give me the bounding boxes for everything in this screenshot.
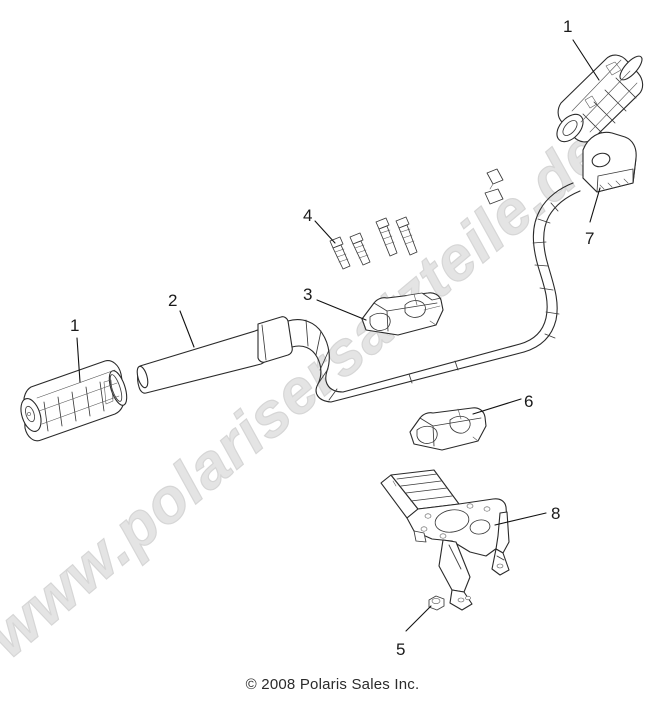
- leader-1-right: [572, 39, 600, 81]
- leader-8: [494, 512, 547, 526]
- leader-6: [472, 398, 522, 415]
- part-handlebar-tube: [136, 168, 581, 403]
- callout-number-7: 7: [585, 229, 595, 248]
- callout-number-5: 5: [396, 640, 406, 659]
- part-grip-right: [556, 54, 644, 143]
- leader-7: [589, 187, 601, 223]
- part-nut: [428, 595, 445, 611]
- part-rubber-mount-block: [582, 131, 637, 193]
- part-mounting-bracket: [380, 469, 510, 611]
- leader-2: [179, 310, 195, 348]
- callout-number-6: 6: [524, 392, 534, 411]
- callout-number-1-left: 1: [70, 316, 80, 335]
- bolt-4: [395, 216, 418, 256]
- copyright-notice: © 2008 Polaris Sales Inc.: [245, 676, 420, 693]
- callout-number-8: 8: [551, 504, 561, 523]
- leader-lines: [76, 39, 601, 632]
- part-clamp-lower: [409, 407, 487, 451]
- callout-number-4: 4: [303, 206, 313, 225]
- bolt-2: [349, 232, 371, 266]
- bolt-1: [329, 236, 351, 270]
- part-grip-left: [20, 360, 128, 442]
- bolt-3: [375, 217, 398, 257]
- callout-number-3: 3: [303, 285, 313, 304]
- leader-4: [314, 220, 336, 244]
- part-bolts-set: [329, 216, 418, 270]
- leader-3: [316, 299, 367, 321]
- part-clamp-upper: [361, 292, 444, 336]
- callout-number-2: 2: [168, 291, 178, 310]
- leader-5: [405, 605, 432, 632]
- leader-1-left: [76, 337, 81, 383]
- callout-number-1-right: 1: [563, 17, 573, 36]
